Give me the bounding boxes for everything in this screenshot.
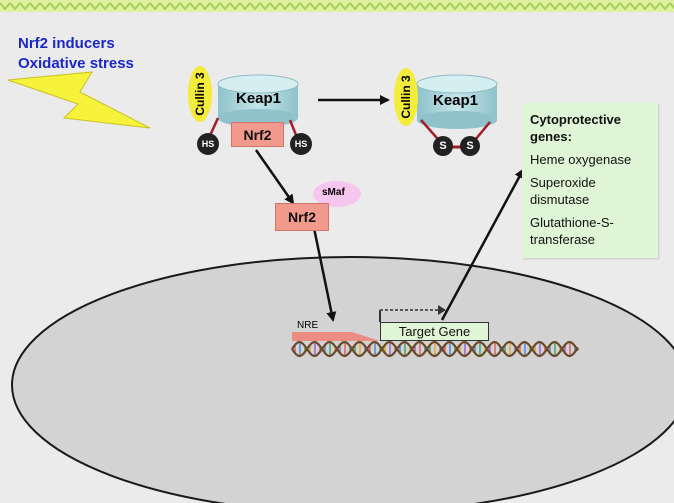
gene-gst-2: transferase	[530, 232, 596, 247]
tss-arrowhead	[438, 305, 446, 315]
genes-title-2: genes:	[530, 129, 572, 144]
sulfur-right-badge: S	[460, 136, 480, 156]
cytoprotective-genes-box: Cytoprotective genes: Heme oxygenase Sup…	[522, 103, 658, 258]
keap1-label-right: Keap1	[433, 92, 479, 109]
inducer-label-1: Nrf2 inducers	[18, 35, 115, 52]
cullin3-label-right: Cullin 3	[399, 75, 413, 119]
smaf-label: sMaf	[322, 187, 345, 198]
dna-helix	[291, 340, 579, 358]
translocation-arrow	[312, 227, 337, 322]
thiol-left-badge: HS	[197, 133, 219, 155]
gene-heme-oxygenase: Heme oxygenase	[530, 152, 632, 167]
dna-strand-a	[291, 340, 579, 358]
gene-gst-1: Glutathione-S-	[530, 215, 614, 230]
lightning-bolt-icon	[7, 71, 151, 129]
release-arrow	[254, 149, 295, 205]
gene-superoxide-2: dismutase	[530, 192, 590, 207]
nre-element	[292, 332, 380, 341]
inducer-label-2: Oxidative stress	[18, 55, 134, 72]
nucleus-ellipse	[11, 256, 674, 503]
cullin3-label-left: Cullin 3	[193, 72, 207, 116]
cullin3-shape-right	[394, 68, 418, 126]
nrf2-bound: Nrf2	[231, 122, 284, 147]
nrf2-free: Nrf2	[275, 203, 329, 231]
expression-arrow	[440, 168, 525, 321]
genes-title-1: Cytoprotective	[530, 112, 622, 127]
gene-superoxide-1: Superoxide	[530, 175, 596, 190]
nre-label: NRE	[297, 320, 319, 331]
target-gene-box: Target Gene	[380, 322, 489, 341]
smaf-blob	[313, 181, 361, 207]
keap1-label-left: Keap1	[236, 90, 282, 107]
thiol-right-badge: HS	[290, 133, 312, 155]
sulfur-left-badge: S	[433, 136, 453, 156]
dna-strand-b	[291, 340, 579, 358]
cullin3-shape-left	[188, 66, 212, 122]
top-border-band	[0, 0, 674, 12]
keap1-cylinder-right	[416, 74, 498, 129]
